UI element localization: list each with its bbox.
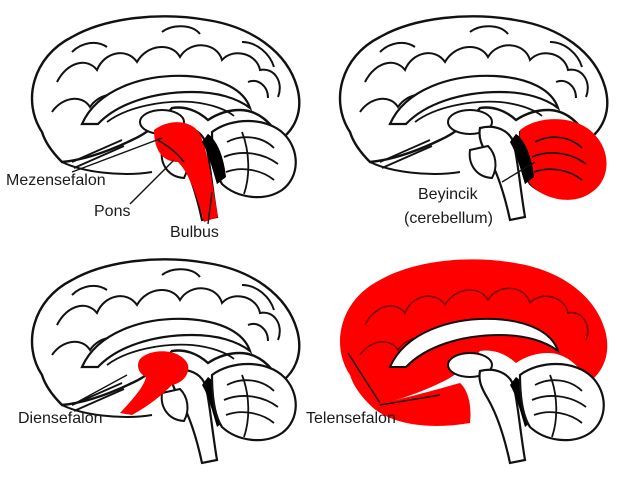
label-mezensefalon: Mezensefalon [6, 172, 106, 189]
panel-telencephalon [339, 258, 609, 465]
panel-brainstem [30, 15, 301, 225]
label-beyincik: Beyincik [418, 186, 478, 203]
label-cerebellum-latin: (cerebellum) [404, 210, 493, 227]
label-bulbus: Bulbus [170, 224, 219, 241]
label-diensefalon: Diensefalon [18, 410, 103, 427]
label-telensefalon: Telensefalon [306, 410, 396, 427]
panel-cerebellum [338, 15, 609, 222]
label-pons: Pons [94, 203, 131, 220]
panel-diencephalon [30, 258, 301, 465]
